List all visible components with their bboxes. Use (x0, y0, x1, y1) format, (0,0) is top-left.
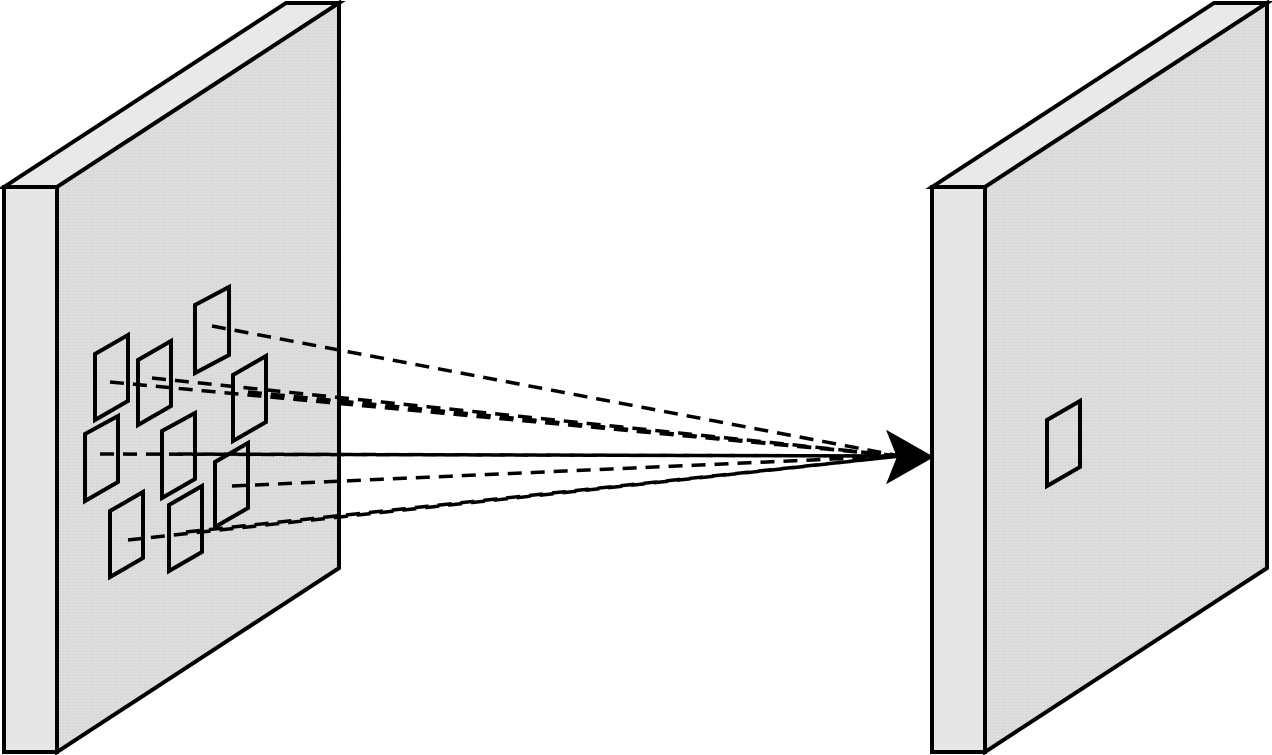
input-patches (83, 283, 268, 581)
arrow-head-icon (886, 429, 935, 485)
input-patch (93, 331, 130, 424)
input-patch (193, 283, 231, 377)
input-patch (160, 409, 197, 502)
connection-line (247, 390, 901, 458)
input-patch (167, 482, 204, 575)
output-plane (925, 0, 1272, 755)
input-plane-front-face (55, 0, 341, 755)
input-patch (213, 439, 250, 531)
input-patch (231, 352, 268, 445)
output-plane-side-face (930, 185, 987, 754)
connection-line (211, 324, 901, 458)
output-patch (1045, 397, 1082, 490)
connection-line (185, 454, 901, 534)
input-plane-side-face (2, 185, 59, 754)
connection-line (177, 452, 901, 458)
output-plane-front-face (983, 0, 1269, 755)
connection-line (231, 454, 901, 488)
input-patch (108, 488, 145, 581)
input-patch (136, 337, 173, 429)
connections (99, 324, 901, 542)
input-patch (83, 412, 120, 505)
connection-line (109, 380, 901, 458)
